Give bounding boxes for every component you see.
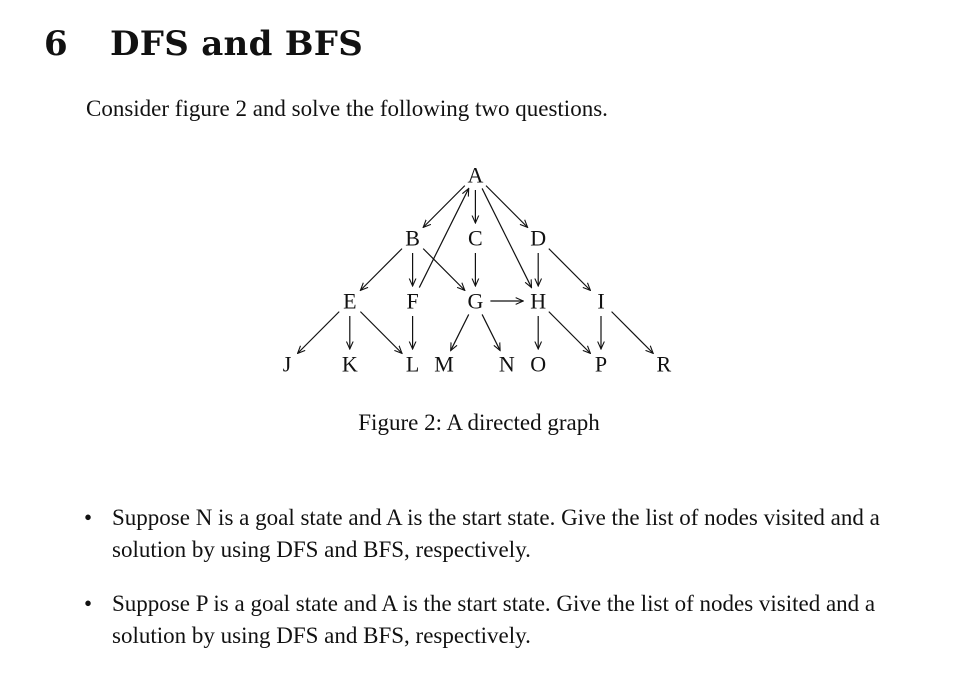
graph-edge-e-to-j <box>298 311 340 354</box>
graph-node-j: J <box>283 352 292 377</box>
graph-node-f: F <box>406 289 418 314</box>
question-text: Suppose P is a goal state and A is the s… <box>112 591 876 648</box>
graph-node-g: G <box>467 289 483 314</box>
graph-node-n: N <box>499 352 515 377</box>
question-list: • Suppose N is a goal state and A is the … <box>84 502 924 674</box>
graph-edge-a-to-h <box>481 188 531 287</box>
graph-node-r: R <box>656 352 671 377</box>
question-text: Suppose N is a goal state and A is the s… <box>112 505 880 562</box>
section-title: DFS and BFS <box>110 24 364 64</box>
graph-node-k: K <box>342 352 358 377</box>
graph-node-d: D <box>530 226 546 251</box>
graph-node-h: H <box>530 289 546 314</box>
graph-edge-d-to-i <box>548 248 591 291</box>
intro-text: Consider figure 2 and solve the followin… <box>86 96 608 121</box>
graph-node-i: I <box>597 289 604 314</box>
bullet-icon: • <box>84 505 93 530</box>
graph-node-p: P <box>595 352 607 377</box>
graph-node-m: M <box>434 352 454 377</box>
graph-node-c: C <box>468 226 483 251</box>
graph-edge-a-to-d <box>485 185 528 228</box>
question-item: • Suppose P is a goal state and A is the … <box>84 588 924 652</box>
graph-edge-b-to-g <box>422 248 465 291</box>
section-number: 6 <box>44 24 68 64</box>
graph-edges <box>298 185 654 354</box>
graph-edge-g-to-m <box>451 314 470 350</box>
graph-edge-b-to-e <box>360 248 403 291</box>
graph-node-o: O <box>530 352 546 377</box>
question-item: • Suppose N is a goal state and A is the … <box>84 502 924 566</box>
graph-node-a: A <box>467 163 483 188</box>
graph-edge-a-to-b <box>423 185 466 228</box>
graph-node-b: B <box>405 226 420 251</box>
graph-node-l: L <box>406 352 419 377</box>
figure-caption: Figure 2: A directed graph <box>358 410 600 435</box>
graph-edge-h-to-p <box>548 311 591 354</box>
graph-edge-e-to-l <box>359 311 402 354</box>
section-heading: 6 DFS and BFS <box>44 24 363 64</box>
bullet-icon: • <box>84 591 93 616</box>
graph-node-e: E <box>343 289 356 314</box>
graph-edge-f-to-a <box>418 188 468 288</box>
graph-edge-i-to-r <box>611 311 654 354</box>
graph-edge-g-to-n <box>481 314 500 350</box>
